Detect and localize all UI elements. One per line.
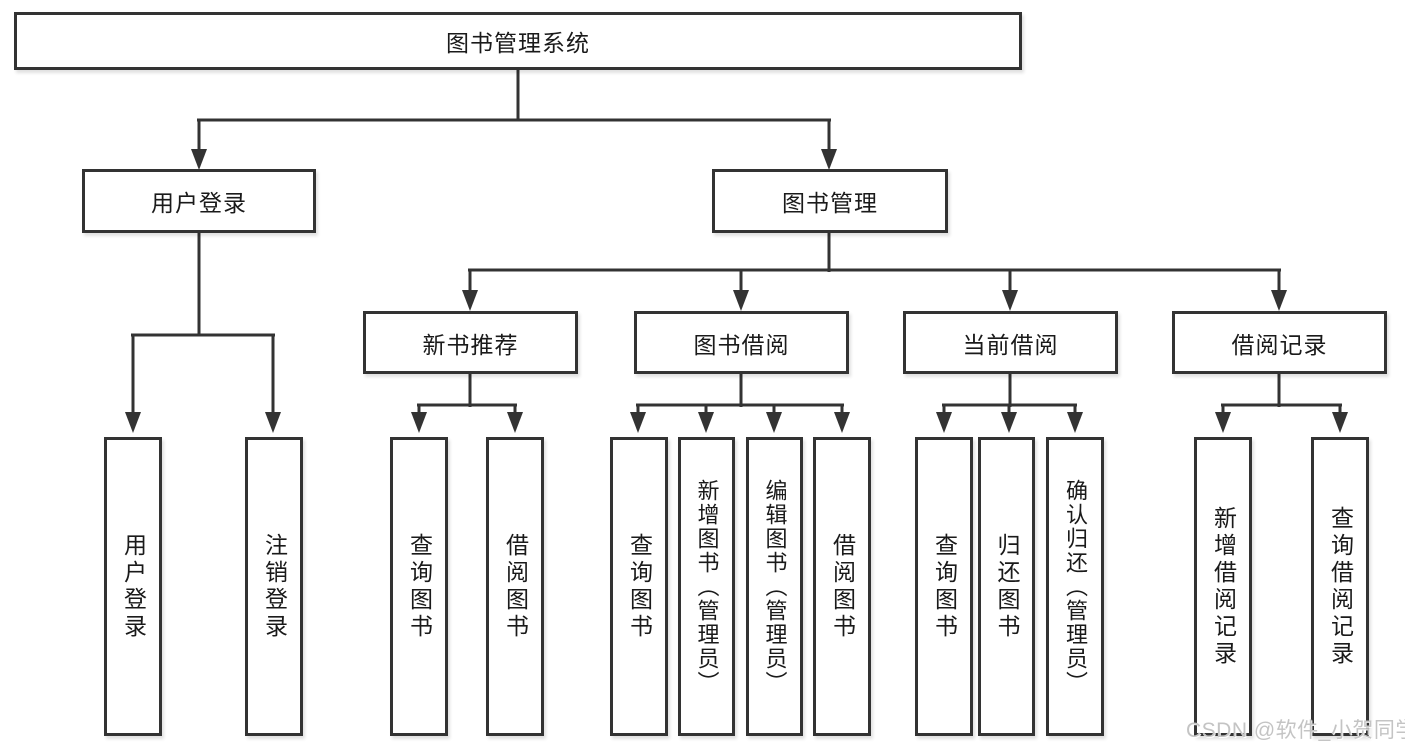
arrow-down-icon [766,412,782,433]
node-current-borrowing: 当前借阅 [903,311,1118,374]
node-leaf-add-books-admin: 新增图书（管理员） [678,437,735,736]
arrow-down-icon [630,412,646,433]
arrow-down-icon [1271,290,1287,311]
node-label: 借阅图书 [502,532,529,641]
node-label: 用户登录 [151,190,247,216]
node-label: 图书管理 [782,190,878,216]
arrow-down-icon [1332,412,1348,433]
node-book-management: 图书管理 [712,169,948,233]
node-label: 查询借阅记录 [1327,505,1354,668]
node-leaf-borrow-books-recommend: 借阅图书 [486,437,544,736]
arrow-down-icon [1067,412,1083,433]
node-label: 借阅记录 [1231,331,1328,358]
connector-user-login-split [125,233,281,433]
node-label: 查询图书 [406,532,433,641]
arrow-down-icon [936,412,952,433]
arrow-down-icon [733,290,749,311]
node-label: 用户登录 [120,532,147,641]
node-label: 编辑图书（管理员） [762,478,788,695]
arrow-down-icon [191,149,207,170]
node-borrowing-records: 借阅记录 [1172,311,1387,374]
arrow-down-icon [507,412,523,433]
connector-current-borrowing-split [936,374,1083,433]
arrow-down-icon [1002,290,1018,311]
connector-book-management-split [462,233,1287,311]
arrow-down-icon [125,412,141,433]
node-user-login: 用户登录 [82,169,316,233]
node-leaf-confirm-return-admin: 确认归还（管理员） [1046,437,1104,736]
arrow-down-icon [698,412,714,433]
watermark: CSDN @软件_小贺同学 [1186,719,1405,742]
node-leaf-return-books: 归还图书 [978,437,1035,736]
arrow-down-icon [821,149,837,170]
node-new-book-recommendation: 新书推荐 [363,311,578,374]
node-leaf-query-borrow-record: 查询借阅记录 [1311,437,1369,736]
node-leaf-query-books-borrowing: 查询图书 [610,437,668,736]
node-leaf-add-borrow-record: 新增借阅记录 [1194,437,1252,736]
node-leaf-logout: 注销登录 [245,437,303,736]
node-label: 图书管理系统 [446,30,590,56]
node-label: 注销登录 [261,532,288,641]
connector-book-borrowing-split [630,374,850,433]
arrow-down-icon [1001,412,1017,433]
node-label: 查询图书 [931,532,958,641]
node-label: 归还图书 [994,532,1020,641]
arrow-down-icon [834,412,850,433]
node-leaf-edit-books-admin: 编辑图书（管理员） [746,437,803,736]
node-label: 借阅图书 [829,532,856,641]
connector-borrowing-records-split [1215,374,1348,433]
node-label: 新书推荐 [422,331,519,358]
node-label: 新增图书（管理员） [694,478,720,695]
arrow-down-icon [462,290,478,311]
arrow-down-icon [265,412,281,433]
node-label: 确认归还（管理员） [1063,478,1088,695]
node-label: 查询图书 [626,532,653,641]
node-library-management-system: 图书管理系统 [14,12,1022,70]
arrow-down-icon [411,412,427,433]
arrow-down-icon [1215,412,1231,433]
node-leaf-query-books-recommend: 查询图书 [390,437,448,736]
node-label: 图书借阅 [693,331,790,358]
node-leaf-query-books-current: 查询图书 [915,437,973,736]
node-book-borrowing: 图书借阅 [634,311,849,374]
node-label: 新增借阅记录 [1210,505,1237,668]
connector-new-book-split [411,374,523,433]
node-leaf-user-login: 用户登录 [104,437,162,736]
connector-root-split [191,70,837,170]
node-label: 当前借阅 [962,331,1059,358]
node-leaf-borrow-books-borrowing: 借阅图书 [813,437,871,736]
